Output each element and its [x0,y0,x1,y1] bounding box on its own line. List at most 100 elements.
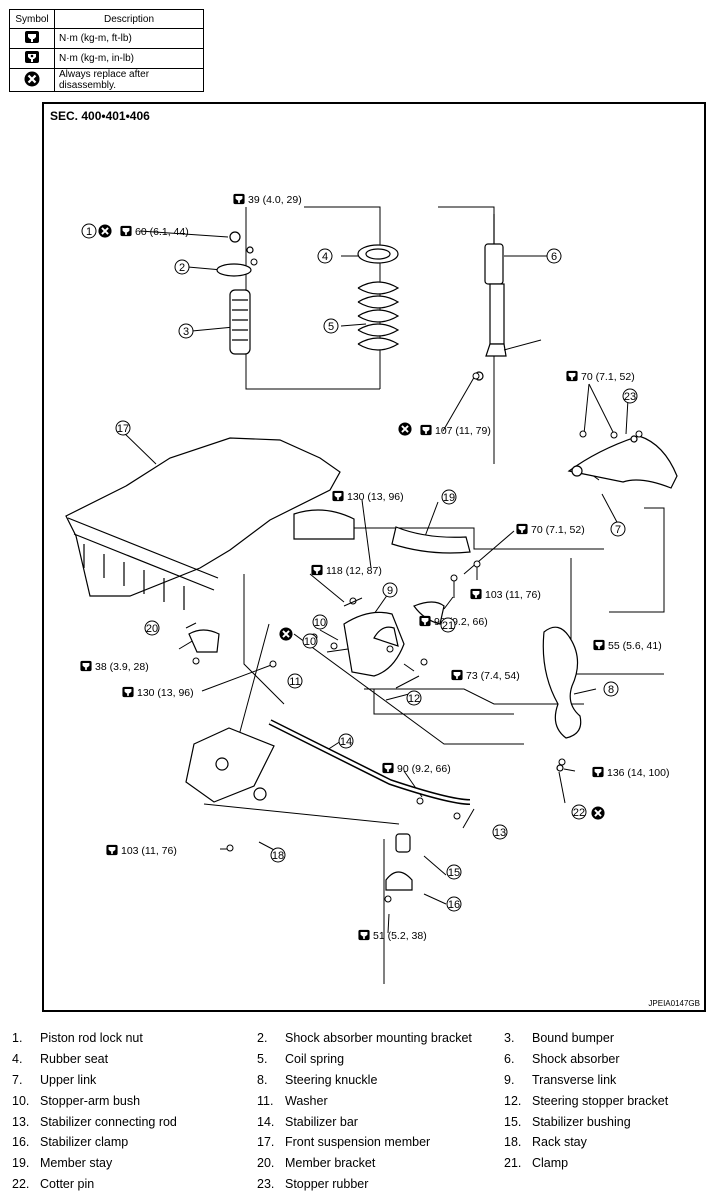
part-name: Stabilizer bushing [532,1115,631,1129]
torque-callout: 51 (5.2, 38) [358,929,427,942]
legend-description: Always replace after disassembly. [54,68,204,92]
lower-arm-parts [185,526,471,891]
part-number: 17. [257,1135,275,1149]
torque-value: 118 (12, 87) [326,565,382,577]
torque-callout: 118 (12, 87) [311,564,382,577]
part-name: Member stay [40,1156,113,1170]
part-number: 16 [448,899,460,911]
part-callout: 19 [441,489,457,505]
torque-callout: 107 (11, 79) [420,424,491,437]
part-item: 1.Piston rod lock nut [12,1031,143,1045]
part-number: 23 [624,391,636,403]
part-item: 3.Bound bumper [504,1031,614,1045]
part-number: 19 [443,492,455,504]
section-reference: SEC. 400•401•406 [50,109,150,123]
part-name: Washer [285,1094,328,1108]
part-item: 14.Stabilizer bar [257,1115,358,1129]
part-number-callouts: 1 2 3 4 5 6 7 8 9 10 10 11 12 13 14 15 1… [81,223,638,912]
always-replace-icon [591,806,605,820]
legend-description: N·m (kg-m, ft-lb) [54,28,204,49]
part-item: 8. Steering knuckle [257,1073,377,1087]
torque-value: 38 (3.9, 28) [95,661,149,673]
part-name: Clamp [532,1156,569,1170]
part-number: 4. [12,1052,23,1066]
part-item: 10.Stopper-arm bush [12,1094,140,1108]
part-item: 6.Shock absorber [504,1052,620,1066]
part-number: 10. [12,1094,30,1108]
part-item: 9. Transverse link [504,1073,616,1087]
part-number: 20. [257,1156,275,1170]
part-number: 8 [608,684,614,696]
part-number: 15. [504,1115,522,1129]
torque-value: 103 (11, 76) [121,845,177,857]
part-number: 17 [117,423,129,435]
exploded-diagram-frame: 39 (4.0, 29) 60 (6.1, 44) 107 (11, 79) 7… [42,102,706,1012]
legend-description: N·m (kg-m, in-lb) [54,48,204,69]
part-item: 19. Member stay [12,1156,112,1170]
legend-row: N·m (kg-m, ft-lb) [9,28,204,49]
part-number: 2 [179,262,185,274]
part-callout: 16 [446,896,462,912]
part-callout: 15 [446,864,462,880]
legend-row: N·m (kg-m, in-lb) [9,48,204,69]
part-item: 21.Clamp [504,1156,568,1170]
symbol-legend-table: Symbol Description N·m (kg-m, ft-lb) N·m… [9,9,204,92]
part-number: 9. [504,1073,515,1087]
part-callout: 10 [312,614,328,630]
always-replace-icon [279,627,293,641]
part-number: 22. [12,1177,30,1191]
part-number: 8. [257,1073,268,1087]
part-number: 1. [12,1031,23,1045]
part-item: 4.Rubber seat [12,1052,108,1066]
torque-value: 130 (13, 96) [347,491,404,503]
part-item: 5.Coil spring [257,1052,344,1066]
part-number: 7 [615,524,621,536]
part-name: Shock absorber mounting bracket [285,1031,472,1045]
part-callout: 11 [287,673,303,689]
part-callout: 23 [622,388,638,404]
part-name: Steering knuckle [285,1073,378,1087]
part-number: 5 [328,321,334,333]
part-number: 22 [573,807,585,819]
part-number: 21 [442,620,454,632]
torque-value: 51 (5.2, 38) [373,930,427,942]
part-callout: 21 [440,617,456,633]
torque-callout: 130 (13, 96) [122,686,194,699]
part-number: 13 [494,827,506,839]
torque-callout: 60 (6.1, 44) [120,225,189,238]
figure-id: JPEIA0147GB [648,999,700,1008]
part-callout: 5 [323,318,339,334]
part-name: Stopper rubber [285,1177,369,1191]
torque-value: 70 (7.1, 52) [531,524,585,536]
torque-value: 73 (7.4, 54) [466,670,520,682]
part-callout: 1 [81,223,97,239]
part-number: 18 [272,850,284,862]
torque-value: 136 (14, 100) [607,767,669,779]
torque-callout: 136 (14, 100) [592,766,669,779]
part-item: 12.Steering stopper bracket [504,1094,668,1108]
torque-value: 103 (11, 76) [485,589,541,601]
torque-value: 107 (11, 79) [435,425,491,437]
part-name: Transverse link [532,1073,617,1087]
part-number: 9 [387,585,393,597]
part-item: 2.Shock absorber mounting bracket [257,1031,472,1045]
legend-header-row: Symbol Description [9,9,204,29]
part-number: 16. [12,1135,30,1149]
part-name: Cotter pin [40,1177,95,1191]
part-name: Upper link [40,1073,97,1087]
torque-callout: 103 (11, 76) [470,588,541,601]
torque-value: 60 (6.1, 44) [135,226,189,238]
part-number: 3 [183,326,189,338]
part-number: 6. [504,1052,515,1066]
part-callout: 4 [317,248,333,264]
part-number: 10 [314,617,326,629]
part-item: 20.Member bracket [257,1156,375,1170]
part-callout: 17 [115,420,131,436]
part-item: 23.Stopper rubber [257,1177,368,1191]
part-number: 6 [551,251,557,263]
always-replace-icon [398,422,412,436]
torque-callout: 70 (7.1, 52) [566,370,635,383]
part-number: 19. [12,1156,30,1170]
part-item: 7.Upper link [12,1073,96,1087]
part-callout: 9 [382,582,398,598]
